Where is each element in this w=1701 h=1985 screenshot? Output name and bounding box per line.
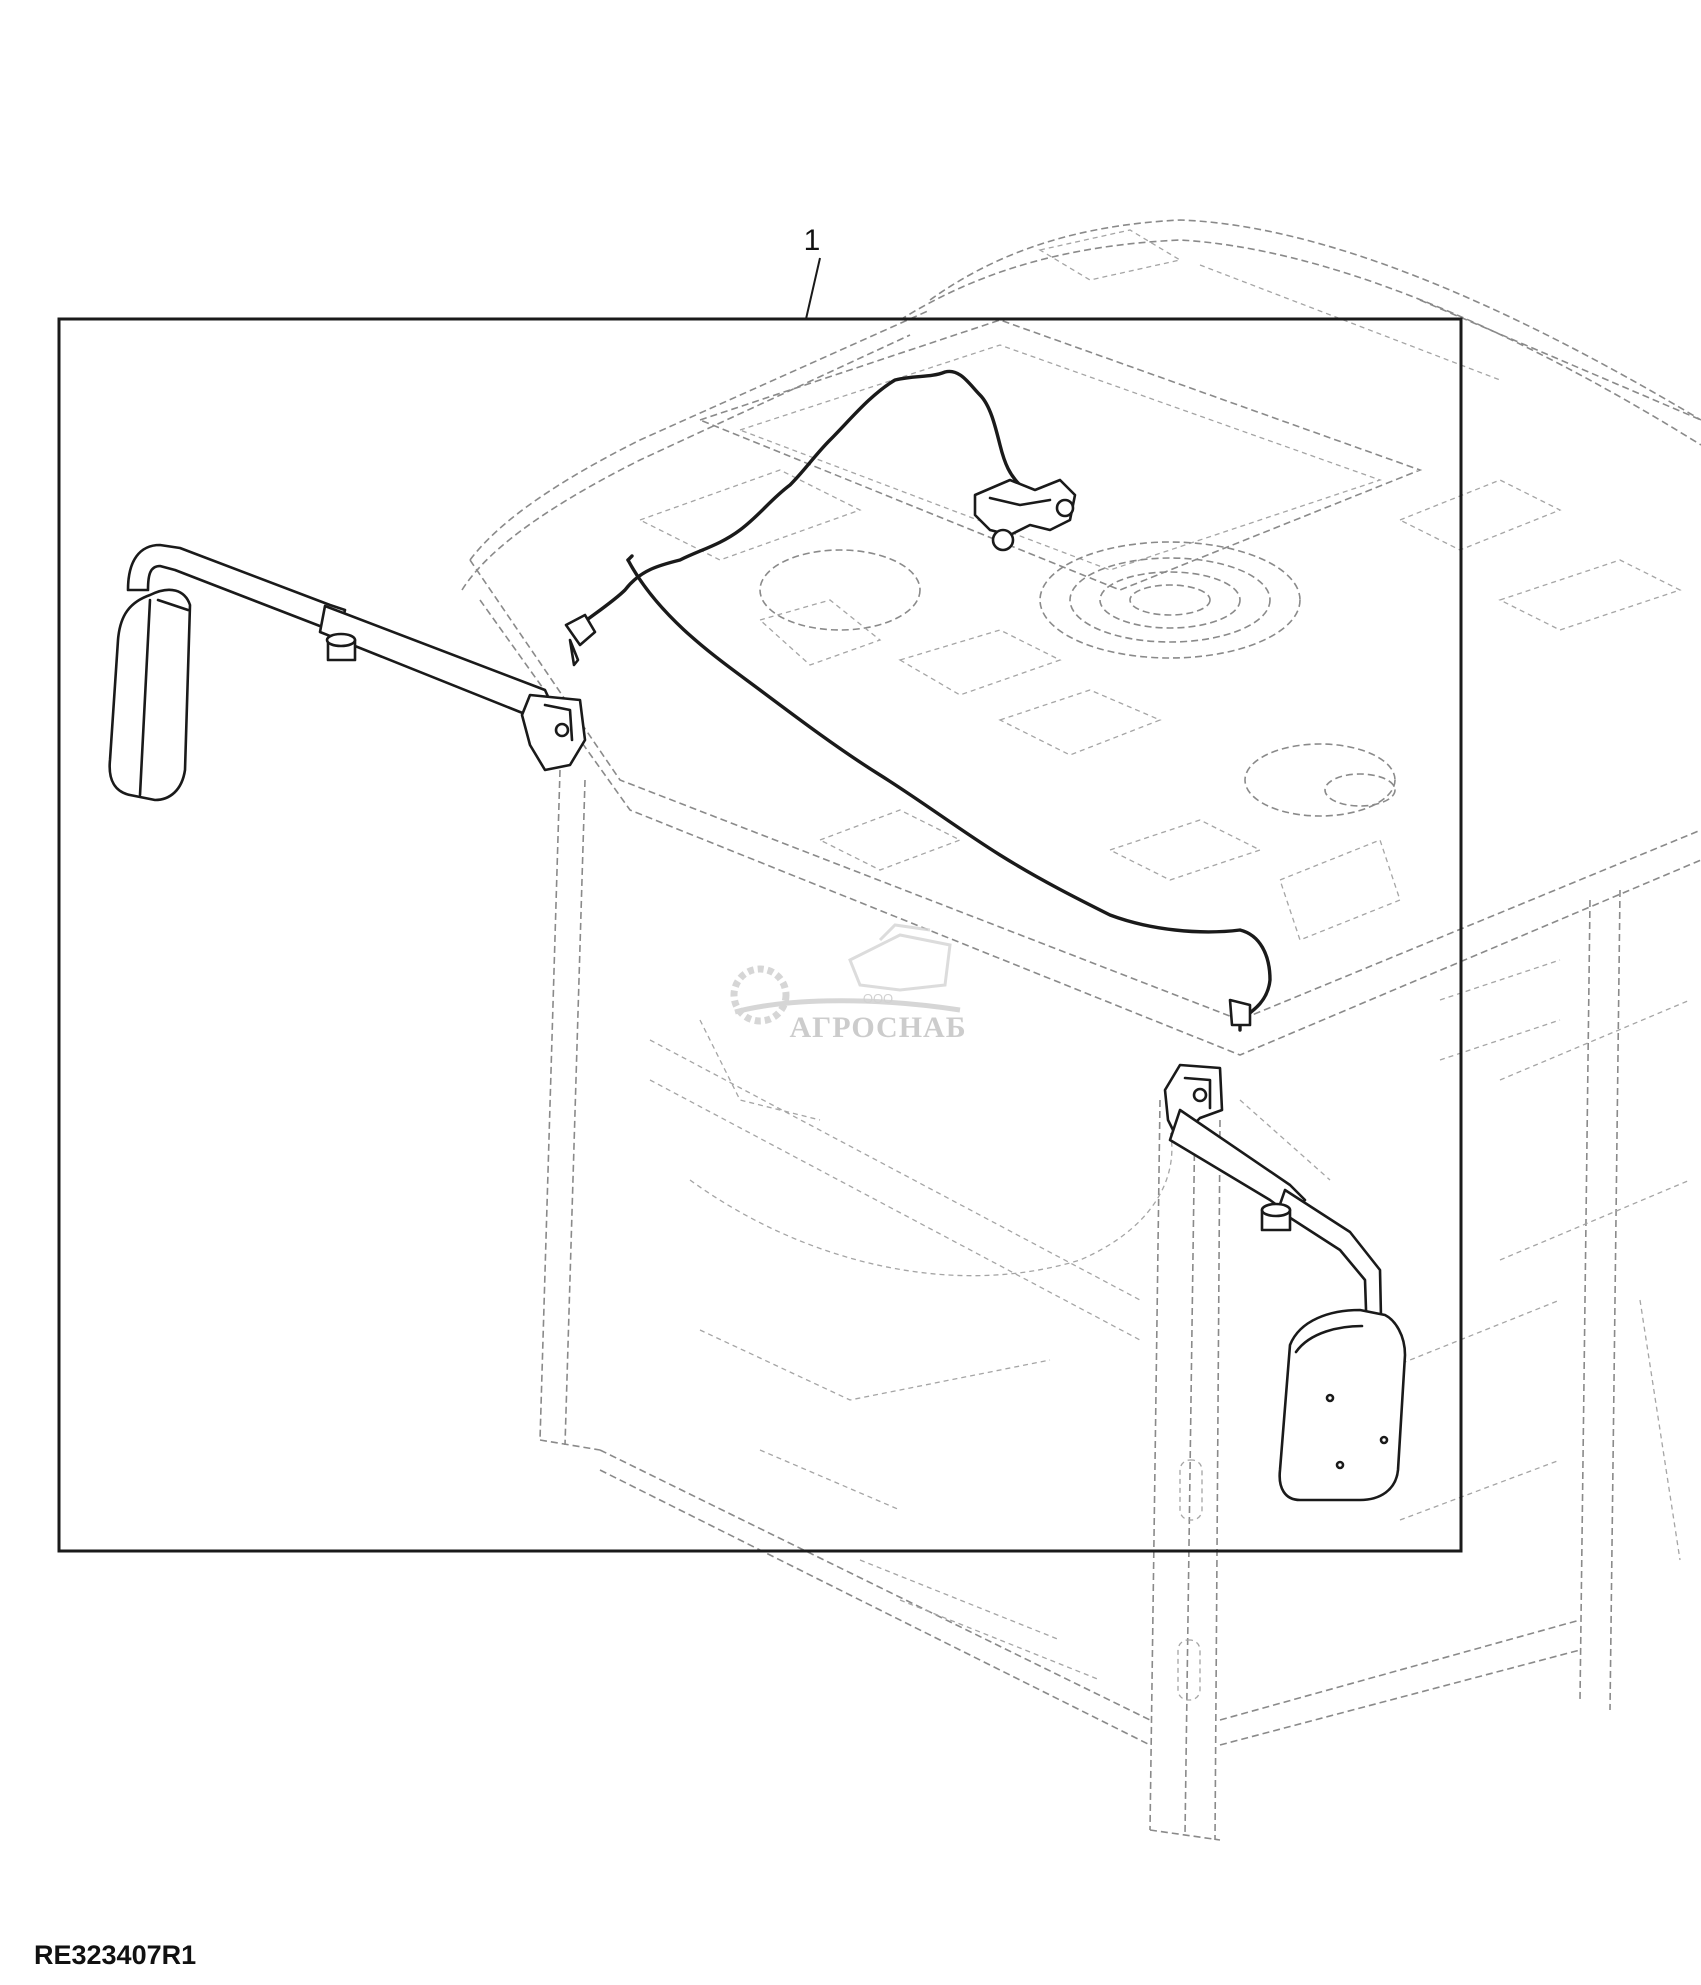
callout-frame [57,317,1463,1553]
gear-tractor-logo-icon [730,923,961,1025]
harness-connector-cluster [973,478,1077,552]
callout-group: 1 [57,224,1463,1553]
callout-leader-line [805,257,821,320]
cab-frame-ghost [461,219,1701,1841]
wiring-harness [578,369,1272,1032]
watermark: ООО АГРОСНАБ [730,923,966,1044]
right-mirror-assembly [1163,998,1407,1502]
watermark-company-name: АГРОСНАБ [789,1011,966,1044]
watermark-company-form: ООО [863,991,893,1006]
callout-label-1: 1 [804,224,821,257]
drawing-id: RE323407R1 [34,1940,196,1970]
left-mirror-assembly [108,543,597,802]
